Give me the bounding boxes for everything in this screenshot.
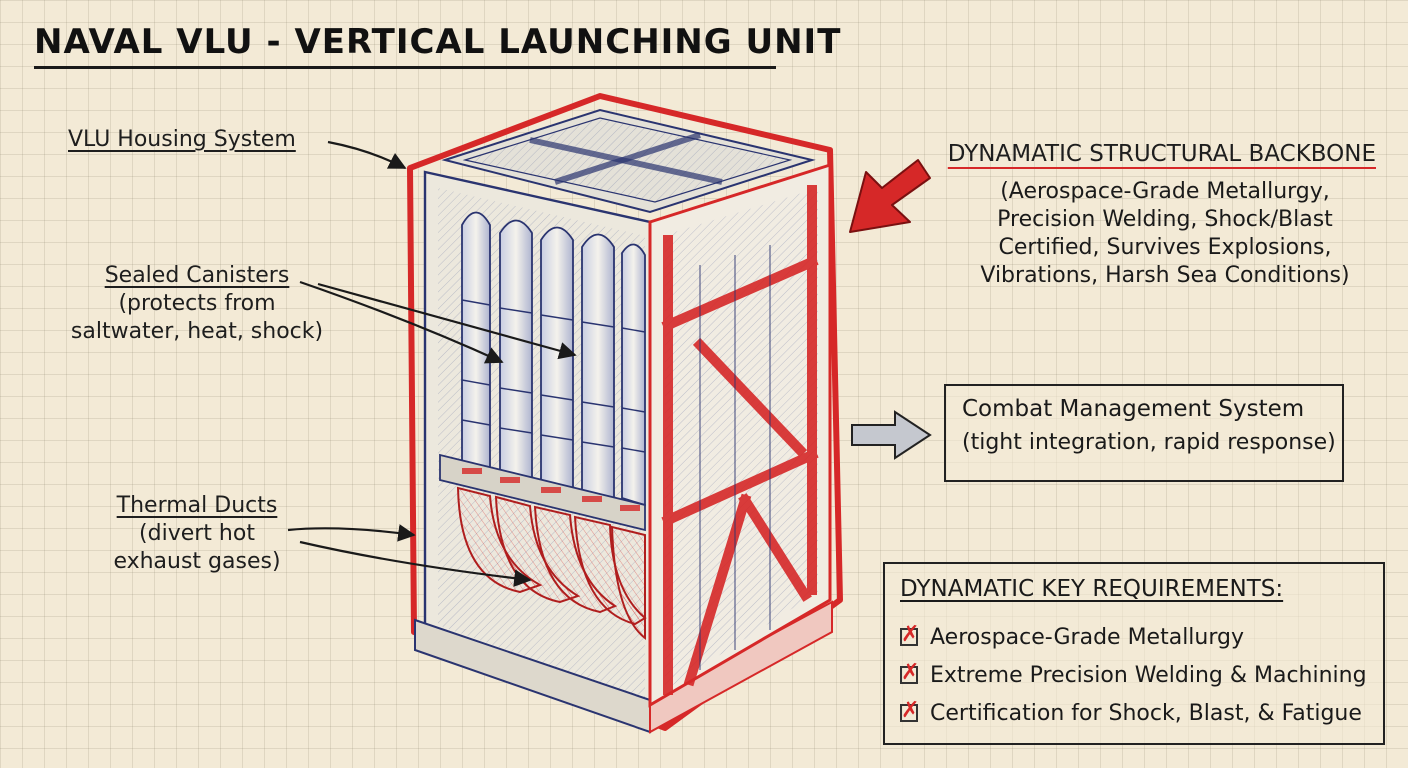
sealed-canisters [461, 211, 646, 507]
requirement-item: Aerospace-Grade Metallurgy [900, 618, 1367, 656]
page-title: NAVAL VLU - VERTICAL LAUNCHING UNIT [34, 22, 842, 62]
cms-title: Combat Management System [962, 396, 1305, 422]
requirement-text: Aerospace-Grade Metallurgy [930, 624, 1245, 650]
requirement-text: Extreme Precision Welding & Machining [930, 662, 1367, 688]
checkbox-icon [900, 698, 919, 723]
cms-description: (tight integration, rapid response) [962, 430, 1336, 455]
ducts-desc-2: exhaust gases) [113, 549, 281, 574]
requirement-item: Certification for Shock, Blast, & Fatigu… [900, 694, 1367, 732]
housing-arrow [327, 140, 407, 169]
canisters-desc-1: (protects from [118, 291, 276, 316]
backbone-frame [661, 185, 819, 695]
backbone-description: (Aerospace-Grade Metallurgy, Precision W… [960, 178, 1370, 290]
backbone-line-1: (Aerospace-Grade Metallurgy, [1000, 179, 1330, 204]
ducts-label: Thermal Ducts (divert hot exhaust gases) [104, 492, 290, 576]
requirement-text: Certification for Shock, Blast, & Fatigu… [930, 700, 1362, 726]
thermal-ducts [456, 486, 647, 641]
cms-arrow [851, 410, 932, 460]
backbone-red-arrow [849, 159, 931, 233]
requirements-box [883, 562, 1385, 745]
canister-arrow-1 [299, 280, 504, 364]
backbone-title: DYNAMATIC STRUCTURAL BACKBONE [947, 141, 1376, 167]
canisters-title: Sealed Canisters [104, 263, 290, 288]
backbone-line-2: Precision Welding, Shock/Blast [997, 207, 1333, 232]
checkbox-icon [900, 660, 919, 685]
title-underline [34, 66, 776, 69]
canisters-label: Sealed Canisters (protects from saltwate… [66, 262, 328, 346]
backbone-line-3: Certified, Survives Explosions, [998, 235, 1332, 260]
requirement-item: Extreme Precision Welding & Machining [900, 656, 1367, 694]
ducts-desc-1: (divert hot [139, 521, 255, 546]
requirements-title: DYNAMATIC KEY REQUIREMENTS: [900, 576, 1284, 602]
canisters-desc-2: saltwater, heat, shock) [70, 319, 324, 344]
ducts-arrow-1 [287, 524, 416, 542]
ducts-title: Thermal Ducts [116, 493, 278, 518]
requirements-list: Aerospace-Grade Metallurgy Extreme Preci… [900, 618, 1367, 732]
canister-arrow-2 [317, 282, 577, 360]
backbone-line-4: Vibrations, Harsh Sea Conditions) [980, 263, 1350, 288]
housing-label: VLU Housing System [68, 127, 296, 152]
checkbox-icon [900, 622, 919, 647]
ducts-arrow-2 [299, 540, 532, 587]
cms-box [944, 384, 1344, 482]
